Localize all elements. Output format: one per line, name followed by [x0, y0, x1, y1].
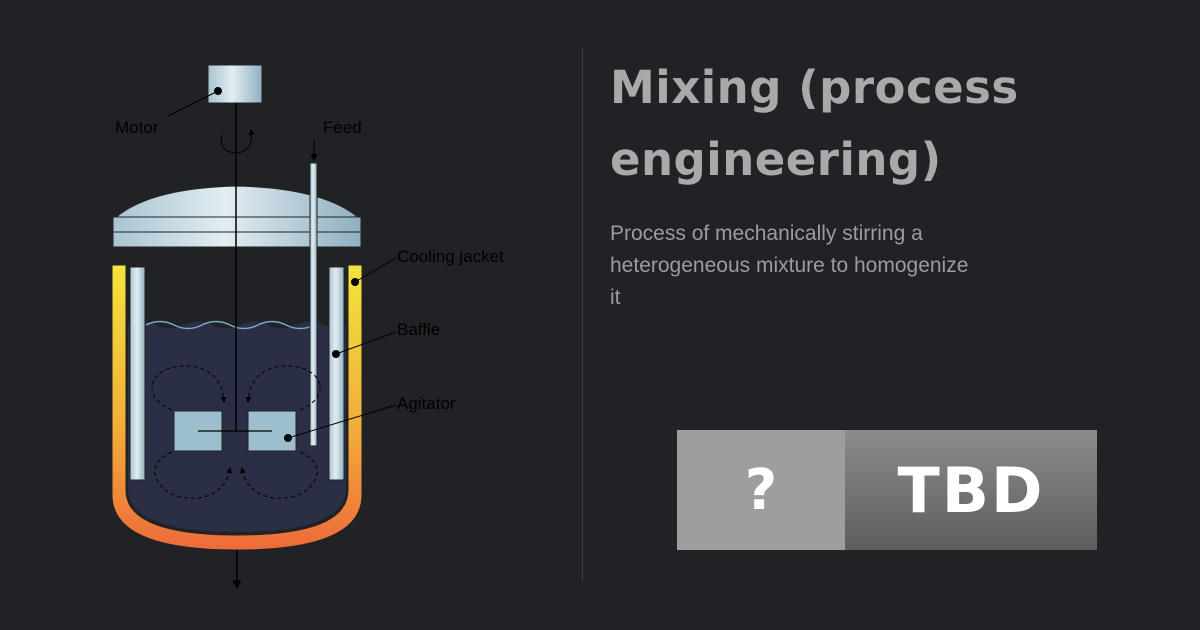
- label-feed: Feed: [323, 118, 362, 137]
- flow-circulation: [151, 365, 321, 499]
- baffle-left: [129, 266, 146, 481]
- baffle-right: [328, 266, 345, 481]
- page-description: Process of mechanically stirring a heter…: [610, 222, 969, 309]
- tank-lid-dome: [113, 185, 361, 219]
- badge-tbd: TBD: [845, 430, 1097, 550]
- tank-flange-bottom: [112, 231, 362, 248]
- tank-liquid: [128, 321, 346, 532]
- feed-pipe: [309, 162, 318, 447]
- badge-question-mark: ?: [677, 430, 845, 550]
- label-leaders: [167, 90, 397, 439]
- tank-flange-top: [112, 216, 362, 233]
- liquid-surface: [145, 320, 315, 330]
- label-baffle: Baffle: [397, 320, 440, 339]
- cooling-jacket: [111, 264, 363, 551]
- motor-icon: [207, 64, 263, 104]
- label-cooling-jacket: Cooling jacket: [397, 247, 504, 266]
- label-motor: Motor: [115, 118, 159, 137]
- label-agitator: Agitator: [397, 394, 456, 413]
- label-dots: [214, 87, 359, 442]
- vertical-divider: [582, 48, 583, 581]
- mixing-tank-diagram: Motor Feed Cooling jacket Baffle Agitato…: [111, 64, 504, 590]
- status-badge: ? TBD: [677, 430, 1097, 550]
- page-title: Mixing (process engineering): [610, 61, 1019, 186]
- rotation-arrow-icon: [220, 129, 255, 154]
